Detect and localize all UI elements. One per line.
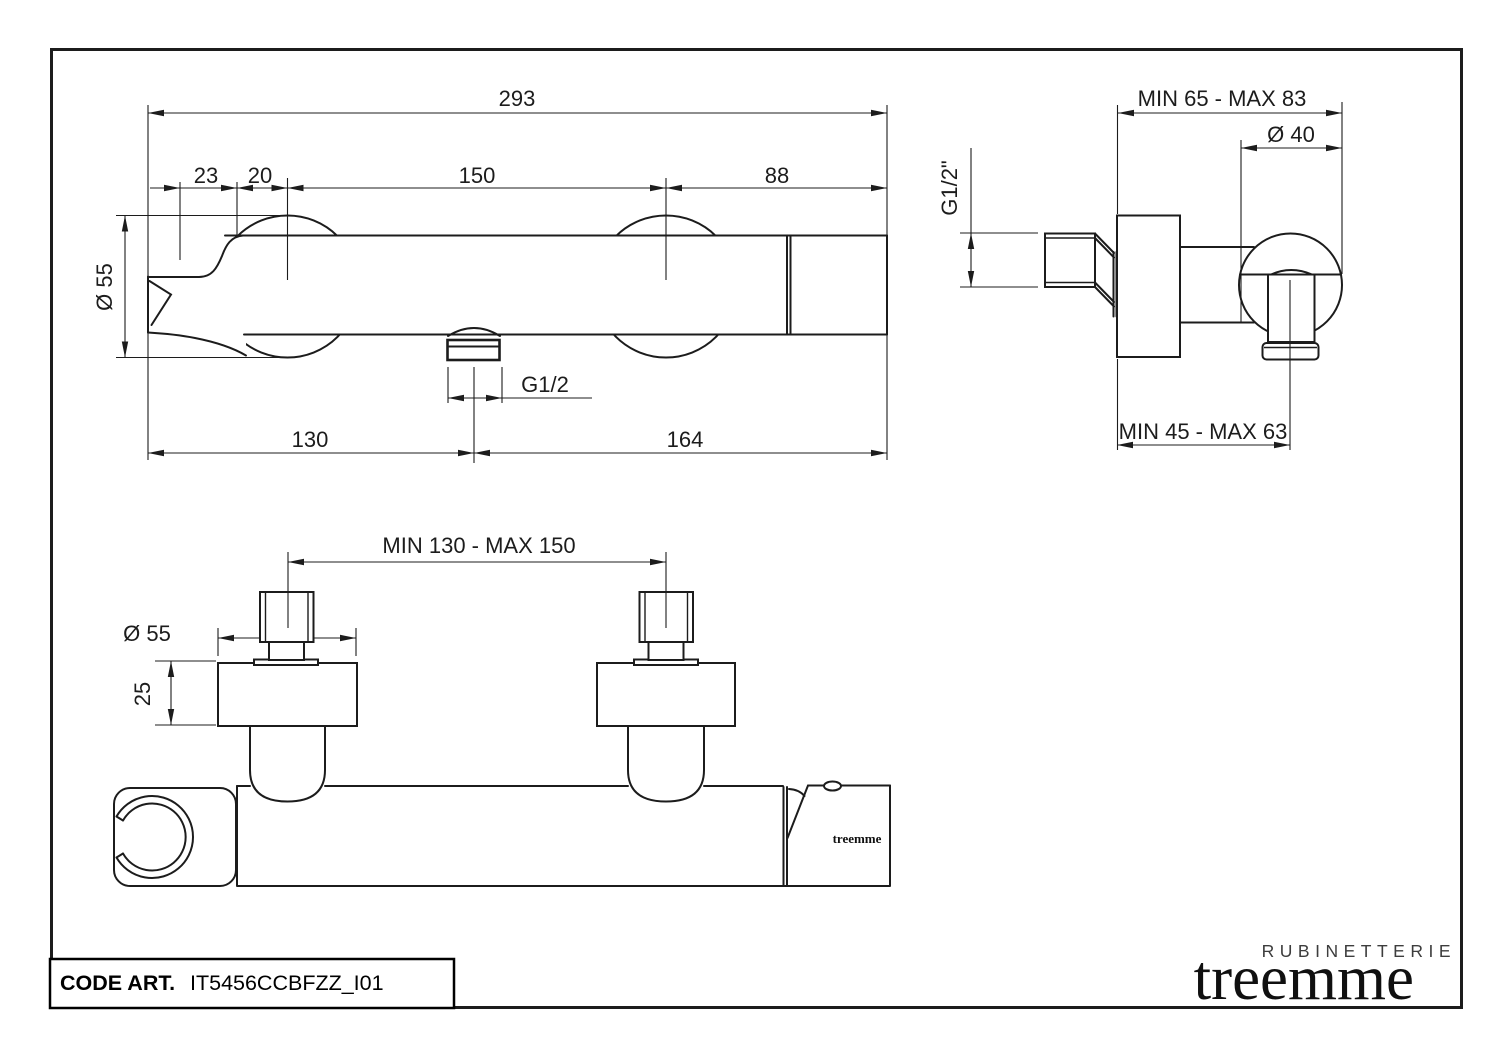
dim-offset-knob: 20 bbox=[248, 163, 272, 188]
dim-offset-right: 88 bbox=[765, 163, 789, 188]
handle-logo-text: treemme bbox=[833, 831, 882, 846]
code-art-label: CODE ART. bbox=[60, 971, 175, 995]
title-block: CODE ART. IT5456CCBFZZ_I01 bbox=[48, 957, 456, 1010]
front-view: 293 23 20 150 88 Ø 55 G1/2 130 164 bbox=[92, 86, 888, 463]
dim-total-width: 293 bbox=[499, 86, 536, 111]
dim-inlet-thread: G1/2" bbox=[937, 160, 962, 216]
dim-depth-range: MIN 65 - MAX 83 bbox=[1138, 86, 1307, 111]
dim-inlet-spacing-range: MIN 130 - MAX 150 bbox=[382, 533, 575, 558]
side-view: MIN 65 - MAX 83 Ø 40 G1/2" MIN 45 - MAX … bbox=[937, 86, 1343, 450]
dim-outlet-diameter: Ø 40 bbox=[1267, 122, 1315, 147]
dim-knob-spacing: 150 bbox=[459, 163, 496, 188]
dim-flange-depth: 25 bbox=[130, 682, 155, 706]
dim-outlet-depth-range: MIN 45 - MAX 63 bbox=[1119, 419, 1288, 444]
dim-outlet-thread: G1/2 bbox=[521, 372, 569, 397]
dim-offset-left: 23 bbox=[194, 163, 218, 188]
dim-bar-diameter: Ø 55 bbox=[92, 263, 117, 311]
dim-flange-diameter: Ø 55 bbox=[123, 621, 171, 646]
sheet-border bbox=[50, 48, 1463, 1009]
dim-left-to-outlet: 130 bbox=[292, 427, 329, 452]
brand-tagline: RUBINETTERIE bbox=[1262, 941, 1456, 961]
brand-logo: RUBINETTERIE treemme bbox=[1194, 941, 1456, 1013]
code-art-value: IT5456CCBFZZ_I01 bbox=[190, 971, 384, 995]
brand-name: treemme bbox=[1194, 943, 1414, 1013]
dim-outlet-to-right: 164 bbox=[667, 427, 704, 452]
code-art-box bbox=[48, 957, 456, 1010]
top-view: treemme MIN 130 - MAX 150 Ø 55 25 bbox=[113, 533, 891, 887]
